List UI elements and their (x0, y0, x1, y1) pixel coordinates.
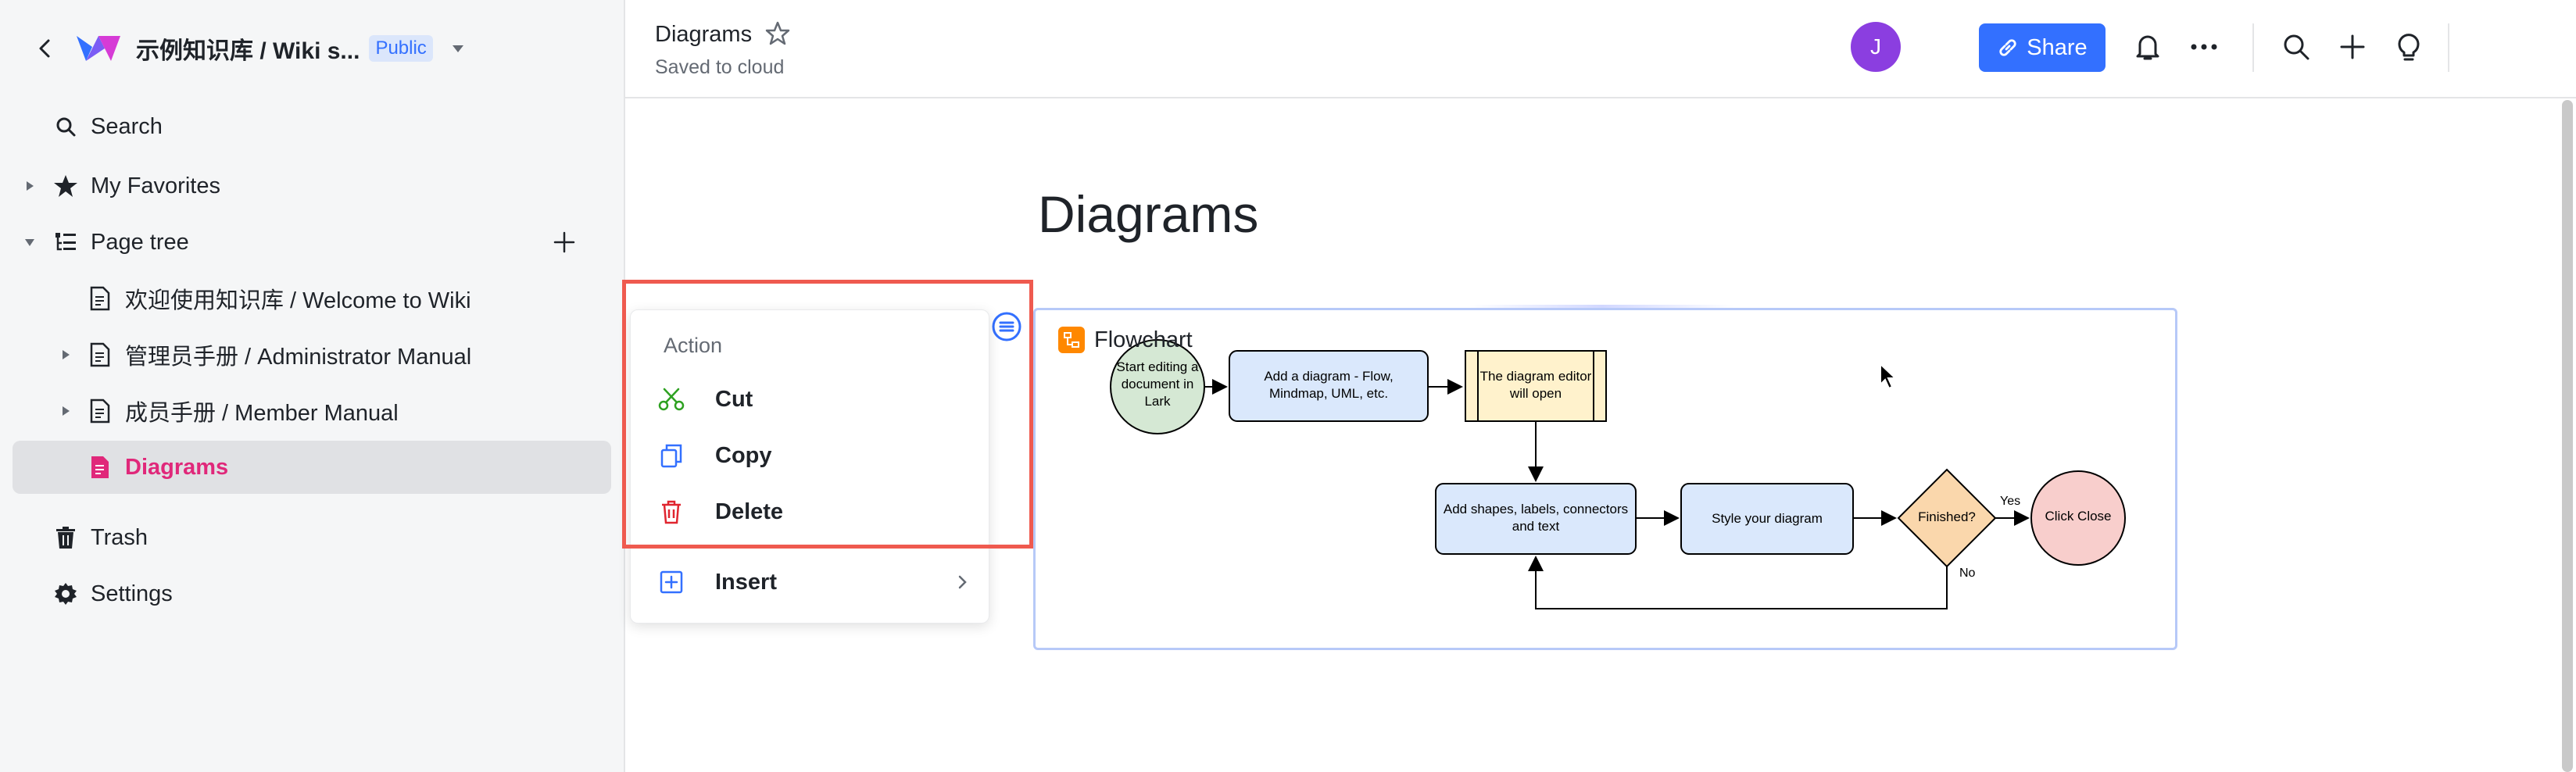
star-filled-icon (52, 172, 80, 200)
user-avatar[interactable]: J (1851, 22, 1901, 72)
wiki-logo-icon (77, 36, 120, 61)
flow-step-text: The diagram editor will open (1479, 369, 1592, 401)
page-tree-icon (52, 228, 80, 256)
flow-start-node[interactable]: Start editing a document in Lark (1110, 339, 1205, 434)
mouse-cursor-icon (1880, 363, 1898, 390)
sidebar-item-label: My Favorites (91, 173, 220, 198)
vertical-scrollbar[interactable] (2562, 100, 2573, 772)
expand-arrow-icon[interactable] (22, 178, 38, 194)
more-icon[interactable] (2188, 31, 2220, 63)
flow-yes-label: Yes (2000, 495, 2021, 508)
sidebar-item-label: Settings (91, 581, 173, 606)
back-arrow-icon[interactable] (31, 34, 59, 63)
menu-item-insert[interactable]: Insert (631, 557, 989, 607)
search-icon (52, 113, 80, 141)
wiki-title[interactable]: 示例知识库 / Wiki s... (136, 38, 360, 64)
wiki-header: 示例知识库 / Wiki s... Public (31, 23, 467, 73)
flow-step-text: Add a diagram - Flow, Mindmap, UML, etc. (1264, 369, 1394, 401)
block-context-menu: Action Cut Copy Delete Insert (630, 309, 989, 624)
diagram-block[interactable]: Start editing a document in Lark Add a d… (1033, 308, 2177, 650)
menu-item-label: Insert (715, 569, 777, 595)
bell-icon[interactable] (2132, 31, 2163, 63)
sidebar-item-label: Trash (91, 524, 148, 550)
share-button[interactable]: Share (1979, 23, 2106, 72)
tree-item-label: Diagrams (125, 454, 229, 480)
flowchart-block-header: Flowchart (1058, 327, 1193, 353)
gear-icon (52, 580, 80, 608)
menu-item-copy[interactable]: Copy (631, 431, 989, 481)
scissors-icon (657, 385, 685, 413)
menu-item-label: Cut (715, 386, 753, 412)
search-icon[interactable] (2281, 31, 2312, 63)
block-handle-icon[interactable] (991, 311, 1022, 342)
flow-loop-connector (1528, 556, 1948, 609)
sidebar-item-search[interactable]: Search (13, 100, 611, 153)
doc-icon (86, 341, 114, 369)
public-badge: Public (369, 35, 433, 62)
expand-arrow-icon[interactable] (58, 347, 73, 363)
flow-step-style[interactable]: Style your diagram (1680, 483, 1854, 555)
insert-icon (657, 568, 685, 596)
sidebar: 示例知识库 / Wiki s... Public Search My Favor… (0, 0, 625, 772)
plus-icon[interactable] (2337, 31, 2368, 63)
share-label: Share (2027, 34, 2088, 60)
link-icon (1999, 39, 2016, 56)
sidebar-item-settings[interactable]: Settings (13, 567, 611, 620)
flowchart-block-title: Flowchart (1094, 327, 1193, 352)
sidebar-item-label: Search (91, 113, 163, 139)
trash-icon (657, 498, 685, 526)
tree-item-welcome[interactable]: 欢迎使用知识库 / Welcome to Wiki (13, 272, 611, 325)
tree-item-label: 欢迎使用知识库 / Welcome to Wiki (125, 288, 471, 313)
toolbar-divider (2252, 23, 2254, 72)
flow-start-text: Start editing a document in Lark (1116, 359, 1199, 409)
flow-step-add-diagram[interactable]: Add a diagram - Flow, Mindmap, UML, etc. (1229, 350, 1429, 422)
doc-icon (86, 397, 114, 425)
flowchart-icon (1058, 327, 1085, 353)
favorite-star-icon[interactable] (764, 20, 791, 47)
flow-step-editor-opens[interactable]: The diagram editor will open (1465, 350, 1607, 422)
tree-item-admin-manual[interactable]: 管理员手册 / Administrator Manual (13, 328, 611, 381)
caret-down-icon[interactable] (449, 39, 467, 58)
sidebar-item-favorites[interactable]: My Favorites (13, 159, 611, 213)
sidebar-item-trash[interactable]: Trash (13, 511, 611, 564)
flow-step-text: Style your diagram (1712, 511, 1823, 526)
tree-item-label: 管理员手册 / Administrator Manual (125, 345, 472, 370)
tree-item-diagrams[interactable]: Diagrams (13, 441, 611, 494)
doc-icon (86, 284, 114, 313)
add-page-icon[interactable] (550, 228, 578, 256)
trash-icon (52, 524, 80, 552)
copy-icon (657, 441, 685, 470)
menu-item-cut[interactable]: Cut (631, 374, 989, 424)
collapse-arrow-icon[interactable] (22, 234, 38, 250)
doc-title[interactable]: Diagrams (655, 22, 753, 47)
toolbar-divider (2448, 23, 2449, 72)
menu-item-label: Copy (715, 442, 772, 468)
menu-item-delete[interactable]: Delete (631, 487, 989, 537)
page-title[interactable]: Diagrams (1038, 185, 1259, 243)
flow-decision-finished[interactable]: Finished? (1897, 468, 1997, 568)
top-bar: Diagrams Saved to cloud Share J (625, 0, 2576, 98)
flow-step-add-shapes[interactable]: Add shapes, labels, connectors and text (1435, 483, 1637, 555)
menu-heading: Action (664, 334, 723, 357)
tree-item-member-manual[interactable]: 成员手册 / Member Manual (13, 384, 611, 438)
flow-end-text: Click Close (2045, 509, 2112, 524)
flow-decision-text: Finished? (1918, 509, 1976, 524)
tree-item-label: 成员手册 / Member Manual (125, 401, 399, 426)
flow-end-node[interactable]: Click Close (2030, 470, 2126, 566)
expand-arrow-icon[interactable] (58, 403, 73, 419)
chevron-right-icon (958, 575, 967, 589)
sidebar-item-page-tree[interactable]: Page tree (13, 216, 611, 269)
flow-no-label: No (1959, 566, 1976, 580)
flow-step-text: Add shapes, labels, connectors and text (1443, 502, 1629, 534)
sidebar-item-label: Page tree (91, 229, 189, 255)
doc-icon (86, 453, 114, 481)
lightbulb-icon[interactable] (2393, 31, 2424, 63)
menu-item-label: Delete (715, 499, 784, 524)
flowchart-canvas[interactable]: Start editing a document in Lark Add a d… (1036, 310, 2170, 643)
save-status: Saved to cloud (655, 56, 785, 78)
